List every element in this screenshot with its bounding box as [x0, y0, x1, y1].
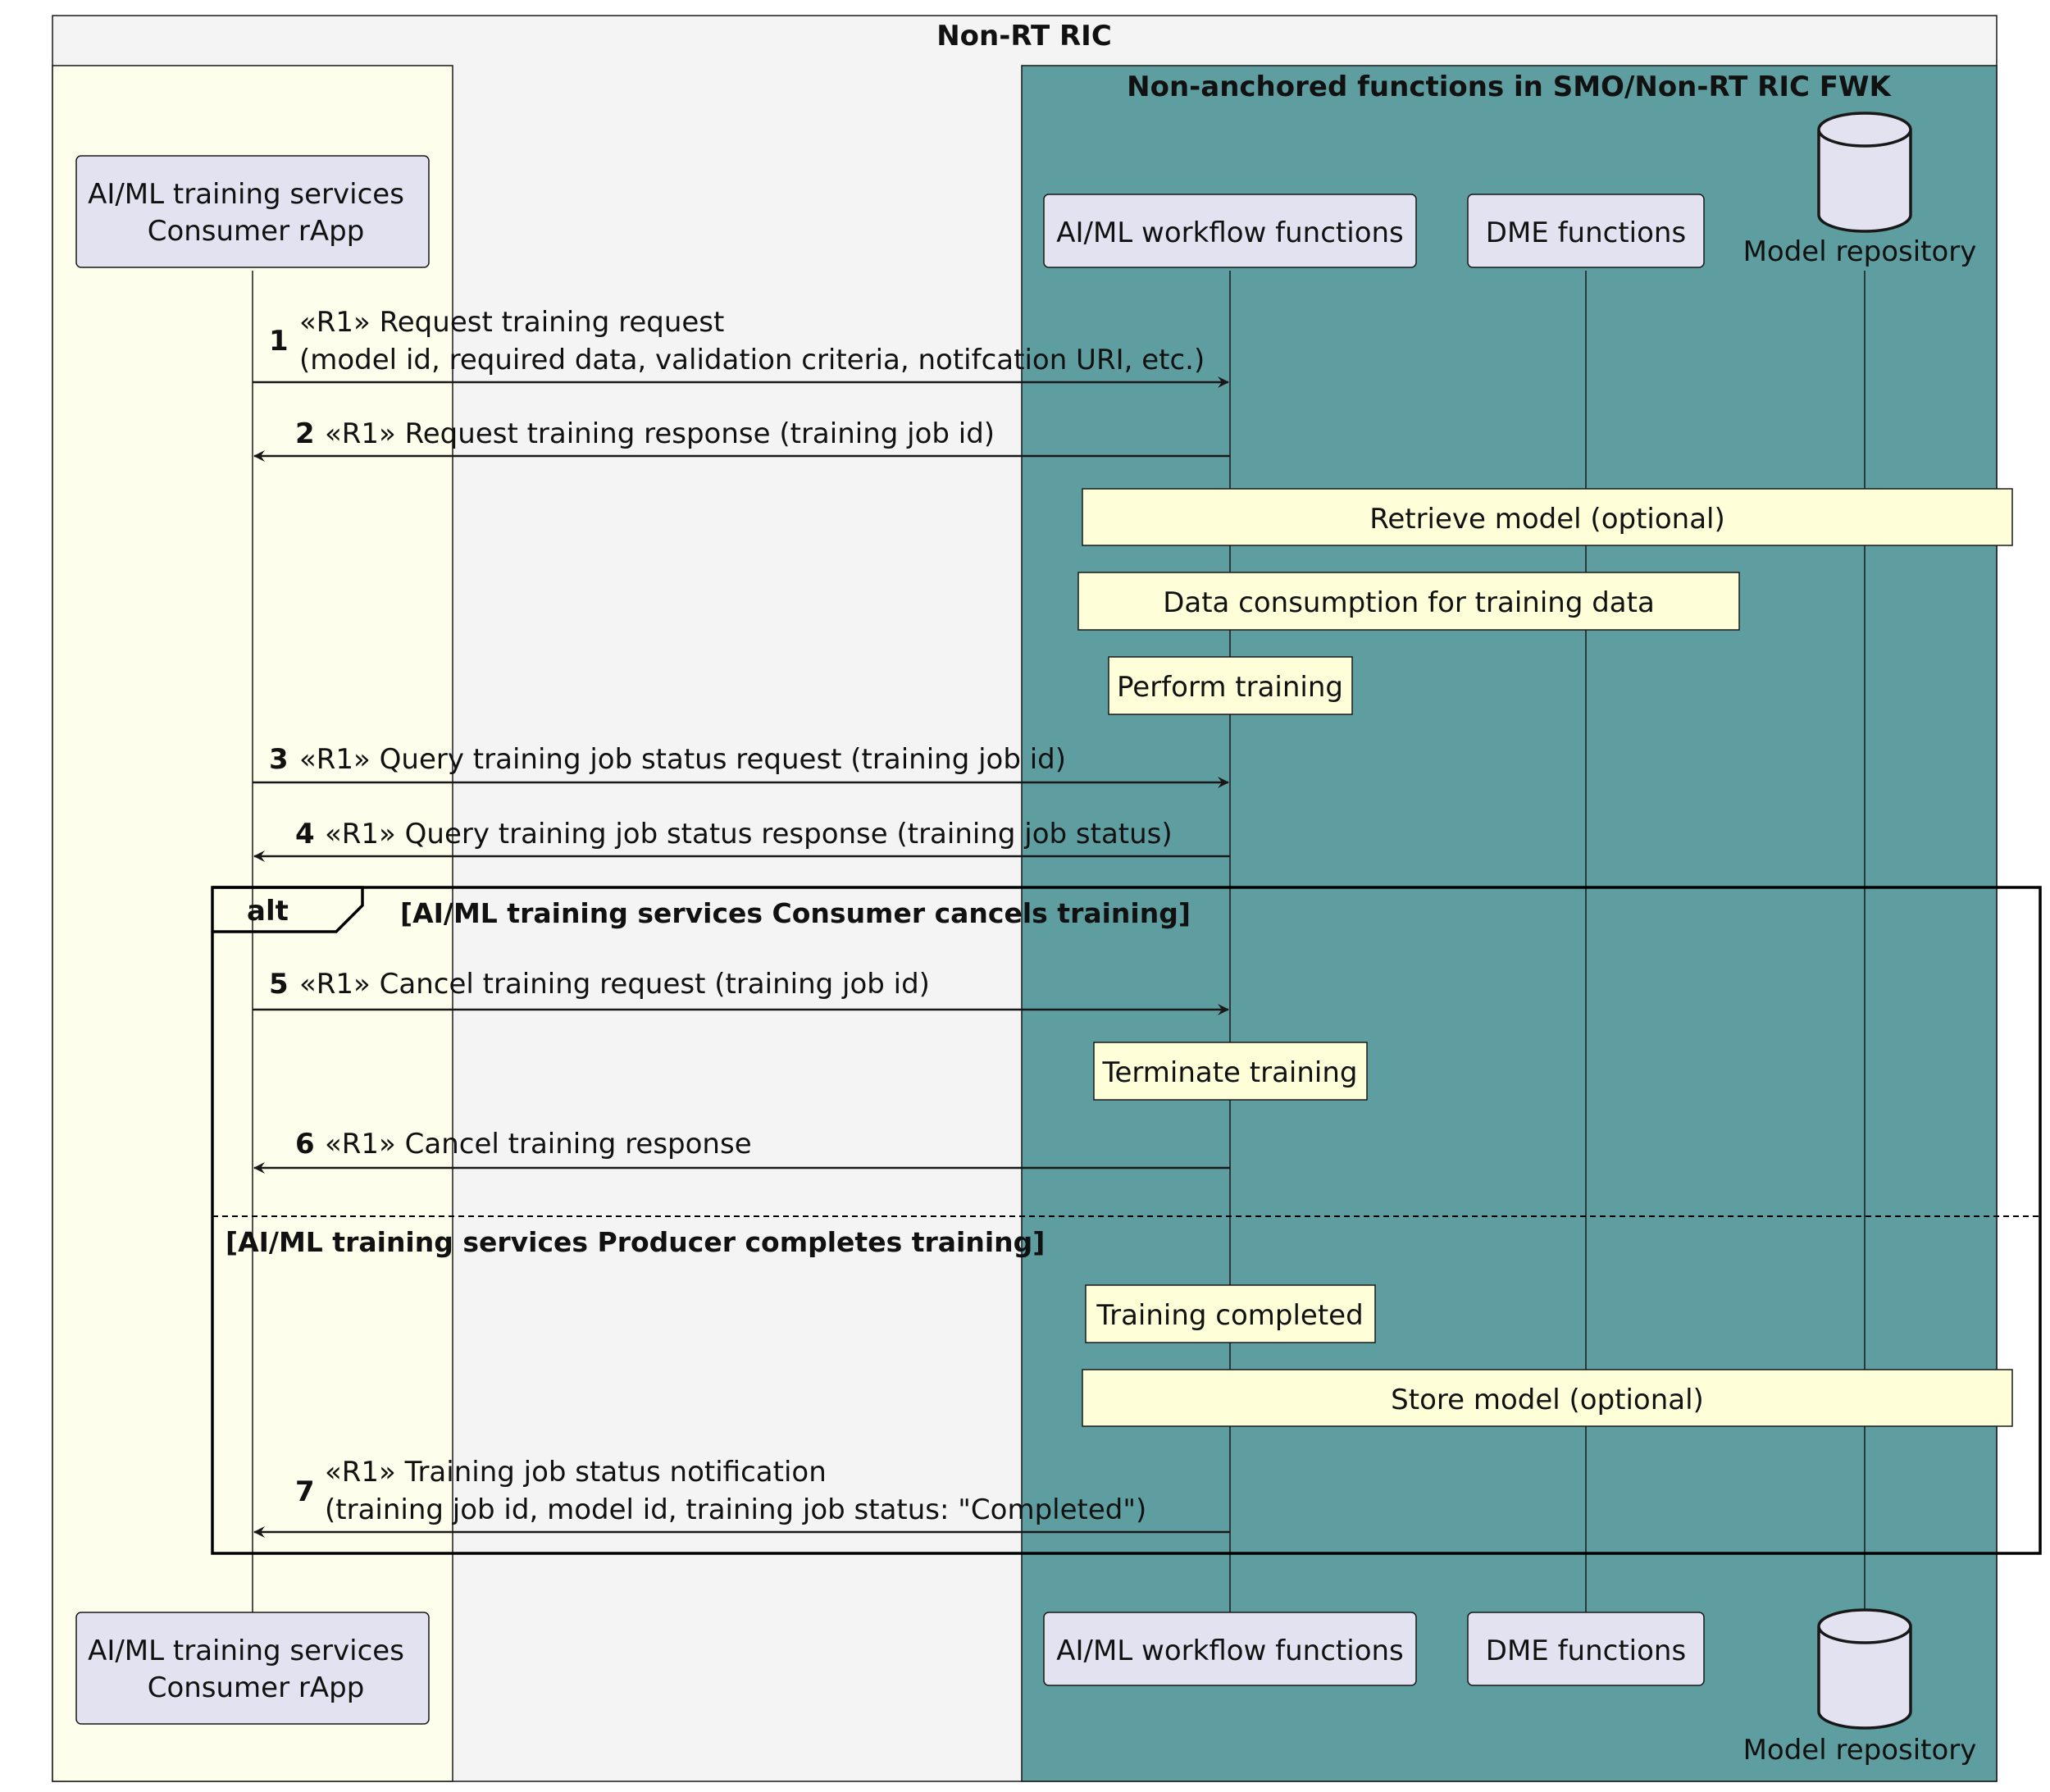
message-label: «R1» Cancel training request (training j…	[299, 968, 930, 1001]
note-text: Data consumption for training data	[1163, 586, 1655, 619]
participant-consumer-bottom: AI/ML training services Consumer rApp	[75, 1612, 430, 1725]
participant-label: Model repository	[1743, 235, 1977, 268]
message-number: 3	[269, 743, 289, 776]
alt-fragment: alt [AI/ML training services Consumer ca…	[211, 886, 2042, 1555]
box-non-anchored-functions	[1021, 65, 1998, 1782]
message-6: 6 «R1» Cancel training response	[253, 1128, 1230, 1174]
note-training-completed: Training completed	[1085, 1284, 1376, 1343]
note-text: Training completed	[1096, 1299, 1363, 1332]
participant-label: AI/ML workflow functions	[1056, 1635, 1404, 1667]
message-number: 1	[269, 325, 289, 358]
note-text: Store model (optional)	[1391, 1384, 1704, 1416]
message-label: «R1» Training job status notification	[325, 1456, 827, 1489]
participant-label: DME functions	[1486, 1635, 1686, 1667]
participant-label: AI/ML workflow functions	[1056, 217, 1404, 249]
alt-guard-cancel: [AI/ML training services Consumer cancel…	[400, 897, 1191, 929]
message-label: «R1» Request training request	[299, 306, 724, 339]
message-4: 4 «R1» Query training job status respons…	[253, 818, 1230, 862]
message-7: 7 «R1» Training job status notification …	[253, 1456, 1230, 1538]
message-number: 7	[295, 1475, 315, 1508]
participant-label: Consumer rApp	[148, 1671, 365, 1704]
message-3: 3 «R1» Query training job status request…	[253, 743, 1229, 788]
message-number: 2	[295, 417, 315, 450]
message-label: (training job id, model id, training job…	[325, 1493, 1146, 1526]
participant-dme-bottom: DME functions	[1467, 1612, 1705, 1686]
note-text: Perform training	[1117, 671, 1343, 704]
note-store-model: Store model (optional)	[1082, 1369, 2013, 1427]
box-non-rt-ric-title: Non-RT RIC	[936, 20, 1112, 52]
message-5: 5 «R1» Cancel training request (training…	[253, 968, 1229, 1015]
participant-repository-bottom: Model repository	[1743, 1608, 1977, 1767]
box-non-anchored-functions-title: Non-anchored functions in SMO/Non-RT RIC…	[1127, 71, 1892, 103]
alt-label: alt	[247, 895, 289, 928]
message-2: 2 «R1» Request training response (traini…	[253, 417, 1230, 462]
participant-label: AI/ML training services	[88, 178, 404, 211]
participant-repository-top: Model repository	[1743, 112, 1977, 268]
note-data-consumption: Data consumption for training data	[1077, 572, 1740, 631]
message-number: 6	[295, 1128, 315, 1160]
participant-workflow-bottom: AI/ML workflow functions	[1043, 1612, 1417, 1686]
database-icon	[1817, 112, 1912, 233]
message-label: «R1» Request training response (training…	[325, 417, 995, 450]
participant-label: Model repository	[1743, 1734, 1977, 1767]
message-1: 1 «R1» Request training request (model i…	[253, 306, 1229, 388]
participant-label: Consumer rApp	[148, 215, 365, 248]
message-number: 5	[269, 968, 289, 1001]
note-terminate-training: Terminate training	[1093, 1042, 1368, 1101]
participant-dme-top: DME functions	[1467, 194, 1705, 268]
note-text: Terminate training	[1101, 1056, 1357, 1089]
note-perform-training: Perform training	[1108, 656, 1353, 715]
participant-workflow-top: AI/ML workflow functions	[1043, 194, 1417, 268]
note-retrieve-model: Retrieve model (optional)	[1082, 488, 2013, 546]
participant-label: AI/ML training services	[88, 1635, 404, 1667]
message-label: «R1» Cancel training response	[325, 1128, 752, 1160]
message-label: (model id, required data, validation cri…	[299, 344, 1205, 376]
database-icon	[1817, 1608, 1912, 1730]
note-text: Retrieve model (optional)	[1369, 503, 1725, 536]
message-label: «R1» Query training job status request (…	[299, 743, 1066, 776]
alt-guard-complete: [AI/ML training services Producer comple…	[226, 1226, 1045, 1258]
message-number: 4	[295, 818, 315, 850]
participant-consumer-top: AI/ML training services Consumer rApp	[75, 155, 430, 268]
participant-label: DME functions	[1486, 217, 1686, 249]
message-label: «R1» Query training job status response …	[325, 818, 1173, 850]
